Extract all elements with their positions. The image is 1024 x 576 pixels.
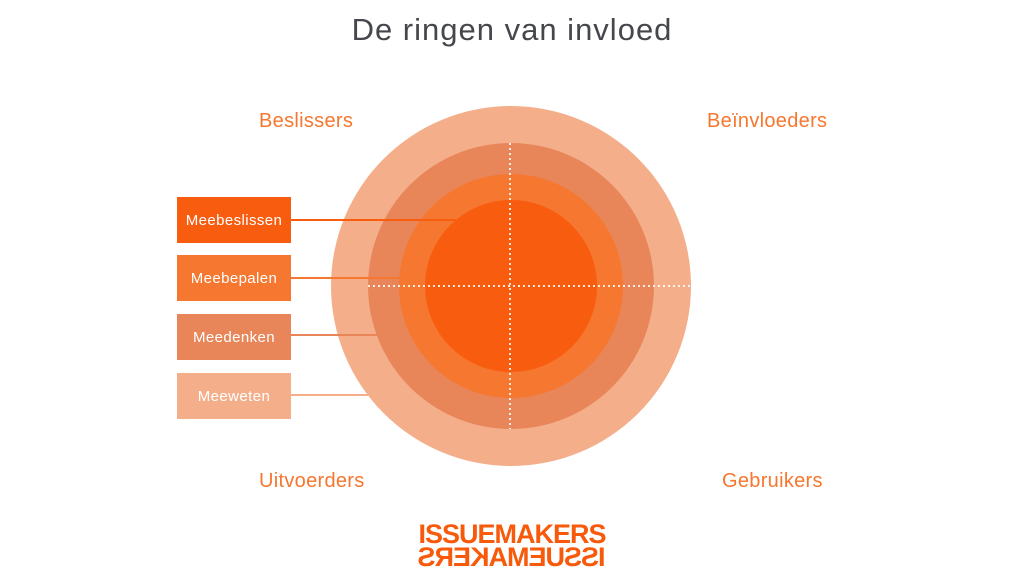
logo-text-mirrored: ISSUEMAKERS: [418, 542, 606, 572]
quadrant-label-beinvloeders: Beïnvloeders: [707, 110, 828, 132]
crosshair-vertical-dotted-line: [509, 143, 511, 429]
crosshair-horizontal-dotted-line: [368, 285, 691, 287]
page-title: De ringen van invloed: [351, 12, 673, 47]
level-box-label: Meeweten: [197, 387, 271, 405]
level-box-meebeslissen: Meebeslissen: [177, 197, 291, 243]
quadrant-label-beslissers: Beslissers: [259, 110, 354, 132]
level-box-meedenken: Meedenken: [177, 314, 291, 360]
connector-line-meedenken: [291, 334, 377, 336]
level-box-label: Meebepalen: [190, 269, 278, 287]
quadrant-label-uitvoerders: Uitvoerders: [259, 470, 365, 492]
level-box-meeweten: Meeweten: [177, 373, 291, 419]
connector-line-meebeslissen: [291, 219, 456, 221]
connector-line-meeweten: [291, 394, 368, 396]
connector-line-meebepalen: [291, 277, 399, 279]
level-box-label: Meebeslissen: [185, 211, 283, 229]
level-box-meebepalen: Meebepalen: [177, 255, 291, 301]
level-box-label: Meedenken: [193, 328, 275, 346]
quadrant-label-gebruikers: Gebruikers: [722, 470, 823, 492]
issuemakers-logo: ISSUEMAKERS ISSUEMAKERS: [0, 519, 1024, 573]
logo-text: ISSUEMAKERS: [418, 519, 606, 549]
